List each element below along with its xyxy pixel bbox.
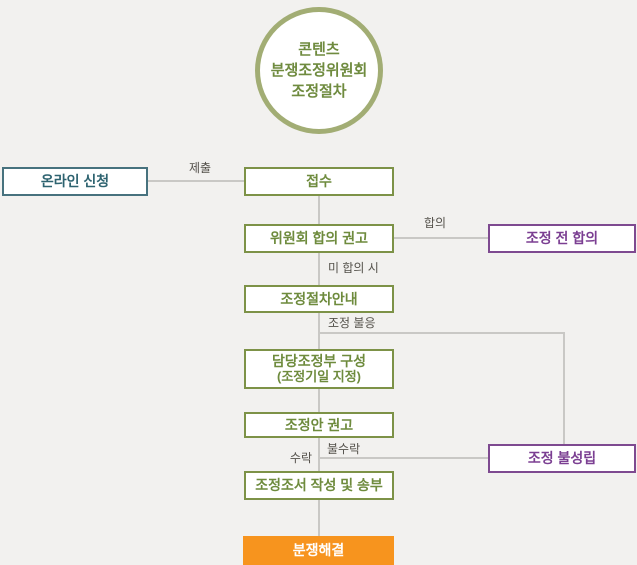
connector-record-to-resolved <box>318 500 320 536</box>
connector-committee-to-guide <box>318 253 320 285</box>
connector-submit <box>148 180 244 182</box>
node-procedure-guide: 조정절차안내 <box>244 285 394 313</box>
connector-no-response-vertical <box>563 332 565 444</box>
edge-label-submit: 제출 <box>188 161 212 175</box>
connector-agreement <box>394 237 488 239</box>
node-pre-agreement: 조정 전 합의 <box>488 224 636 253</box>
node-online-apply: 온라인 신청 <box>2 167 148 196</box>
connector-no-response-horizontal <box>319 332 565 334</box>
node-mediation-failed: 조정 불성립 <box>488 444 636 473</box>
connector-reject-horizontal <box>319 457 488 459</box>
node-dispute-resolved: 분쟁해결 <box>243 536 394 565</box>
title-line-3: 조정절차 <box>291 83 347 100</box>
title-line-2: 분쟁조정위원회 <box>270 62 368 79</box>
edge-label-agreement: 합의 <box>423 216 447 230</box>
panel-formation-line-1: 담당조정부 구성 <box>271 353 367 370</box>
flowchart-title-circle: 콘텐츠 분쟁조정위원회 조정절차 <box>255 7 383 134</box>
edge-label-no-agreement: 미 합의 시 <box>328 261 379 275</box>
panel-formation-line-2: (조정기일 지정) <box>276 368 362 384</box>
node-record-send: 조정조서 작성 및 송부 <box>244 471 394 500</box>
edge-label-accept: 수락 <box>289 451 312 465</box>
edge-label-no-response: 조정 불응 <box>328 316 376 330</box>
node-proposal-recommend: 조정안 권고 <box>244 412 394 438</box>
edge-label-reject: 불수락 <box>327 442 361 456</box>
connector-guide-to-panel <box>318 313 320 349</box>
title-line-1: 콘텐츠 <box>298 41 340 58</box>
node-receipt: 접수 <box>244 167 394 196</box>
connector-panel-to-proposal <box>318 389 320 412</box>
connector-proposal-to-record <box>318 438 320 471</box>
node-panel-formation: 담당조정부 구성 (조정기일 지정) <box>244 349 394 389</box>
connector-receipt-to-committee <box>318 196 320 224</box>
node-committee-recommend: 위원회 합의 권고 <box>244 224 394 253</box>
